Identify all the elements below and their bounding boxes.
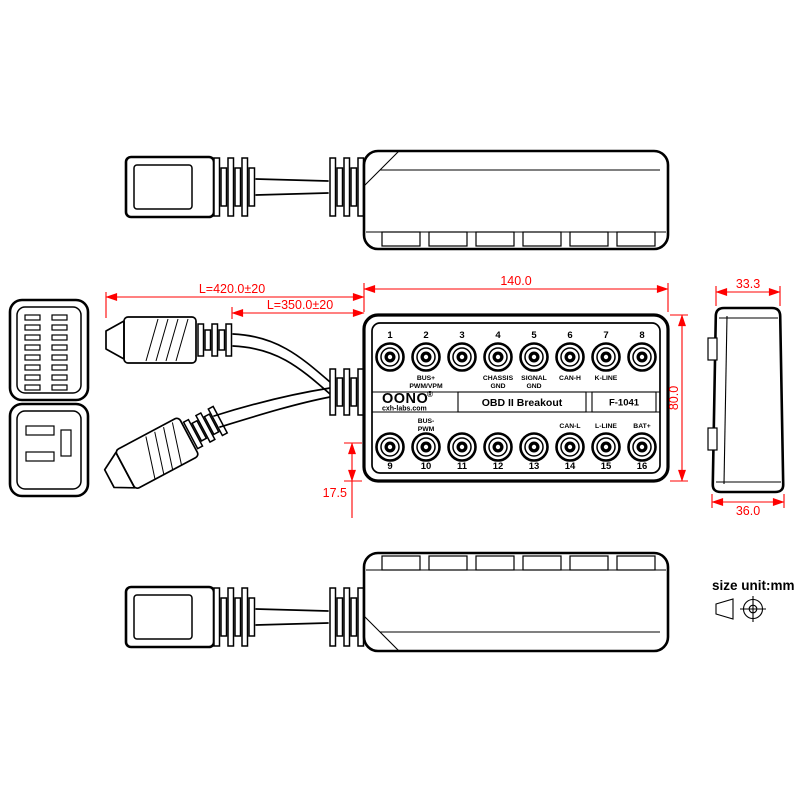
jack-6 — [555, 342, 585, 372]
dim-body-width: 140.0 — [363, 274, 669, 312]
branding-band: OONO ® cxh-labs.com OBD II Breakout F-10… — [372, 390, 660, 413]
cable — [255, 608, 329, 626]
pin-number: 3 — [459, 330, 464, 341]
jack-8 — [627, 342, 657, 372]
cable-upper — [232, 333, 331, 395]
pin-label: BUS+ — [417, 375, 435, 382]
pin-number: 6 — [567, 330, 572, 341]
dim-cable-length: L=350.0±20 — [231, 298, 365, 319]
dimension-annotations: L=420.0±20 L=350.0±20 140.0 80.0 17.5 — [105, 274, 785, 518]
pin-number: 8 — [639, 330, 644, 341]
dim-side-top-width: 33.3 — [715, 277, 781, 306]
obd-plug-upper — [105, 316, 233, 364]
pin-label: CHASSIS — [483, 375, 514, 382]
obd-connector-bottom — [124, 585, 216, 649]
dim-body-height-label: 80.0 — [667, 386, 681, 410]
pin-number: 15 — [601, 461, 612, 472]
pin-number: 12 — [493, 461, 504, 472]
pin-number: 7 — [603, 330, 608, 341]
bottom-view — [124, 551, 670, 653]
pin-label: SIGNAL — [521, 375, 547, 382]
dim-side-bottom-width-label: 36.0 — [736, 504, 760, 518]
box-outline — [362, 313, 670, 483]
pin-number: 10 — [421, 461, 432, 472]
connector-face-16pin — [8, 298, 90, 402]
product-title: OBD II Breakout — [482, 397, 563, 409]
pin-number: 11 — [457, 461, 468, 472]
jack-5 — [519, 342, 549, 372]
breakout-body-top — [362, 149, 670, 251]
top-view — [124, 149, 670, 251]
jack-3 — [447, 342, 477, 372]
dim-jack-row-offset: 17.5 — [323, 442, 362, 518]
dim-body-width-label: 140.0 — [500, 274, 531, 288]
pin-label: BUS- — [418, 418, 435, 425]
jack-12 — [483, 432, 513, 462]
pin-label: PWM/VPM — [409, 383, 443, 390]
pin-label: BAT+ — [633, 423, 650, 430]
pin-number: 1 — [387, 330, 393, 341]
jack-11 — [447, 432, 477, 462]
size-unit-label: size unit:mm — [712, 578, 795, 593]
pin-number: 4 — [495, 330, 501, 341]
model-number: F-1041 — [609, 398, 640, 409]
side-view — [707, 306, 785, 494]
panel-outline — [371, 322, 661, 474]
cable-lower — [213, 387, 331, 428]
pin-number: 9 — [387, 461, 392, 472]
jack-16 — [627, 432, 657, 462]
breakout-body-bottom — [362, 551, 670, 653]
pin-label: L-LINE — [595, 423, 617, 430]
jack-14 — [555, 432, 585, 462]
obd-plug-lower — [103, 405, 229, 490]
size-unit-note: size unit:mm — [712, 578, 795, 622]
title-box — [457, 391, 587, 413]
pin-label: GND — [490, 383, 505, 390]
strain-relief-ribs — [213, 157, 256, 217]
strain-relief-ribs — [213, 587, 256, 647]
pin-label: CAN-H — [559, 375, 581, 382]
jack-9 — [375, 432, 405, 462]
jack-10 — [411, 432, 441, 462]
strain-relief-ribs — [329, 587, 365, 647]
jack-1 — [375, 342, 405, 372]
jack-4 — [483, 342, 513, 372]
y-cable-assembly — [103, 316, 365, 490]
pin-number: 5 — [531, 330, 537, 341]
pin-number: 13 — [529, 461, 540, 472]
pin-number: 16 — [637, 461, 648, 472]
website-text: cxh-labs.com — [382, 406, 427, 413]
projection-symbol — [715, 596, 766, 622]
strain-relief-ribs — [329, 157, 365, 217]
pin-label: K-LINE — [595, 375, 618, 382]
registered-mark: ® — [427, 390, 433, 399]
obd-connector-top — [124, 155, 216, 219]
pin-label: GND — [526, 383, 541, 390]
dim-body-height: 80.0 — [667, 314, 688, 482]
jack-15 — [591, 432, 621, 462]
pin-label: CAN-L — [559, 423, 580, 430]
pin-number: 14 — [565, 461, 576, 472]
dim-side-bottom-width: 36.0 — [711, 494, 785, 518]
dim-total-length: L=420.0±20 — [105, 282, 365, 318]
dim-cable-length-label: L=350.0±20 — [267, 298, 333, 312]
front-view: 1 2 3 4 5 6 7 8 BUS+ PWM/VPM CHASSIS GND… — [362, 313, 670, 483]
pin-number: 2 — [423, 330, 428, 341]
dim-side-top-width-label: 33.3 — [736, 277, 760, 291]
jack-2 — [411, 342, 441, 372]
brand-text: OONO — [382, 391, 428, 407]
connector-face-views — [8, 298, 90, 498]
cable — [255, 178, 329, 196]
dim-jack-row-offset-label: 17.5 — [323, 486, 347, 500]
jack-7 — [591, 342, 621, 372]
dim-total-length-label: L=420.0±20 — [199, 282, 265, 296]
jack-13 — [519, 432, 549, 462]
connector-face-housing — [8, 402, 90, 498]
cable-boot-ribs — [329, 368, 365, 416]
model-box — [591, 391, 657, 413]
pin-label: PWM — [418, 426, 435, 433]
